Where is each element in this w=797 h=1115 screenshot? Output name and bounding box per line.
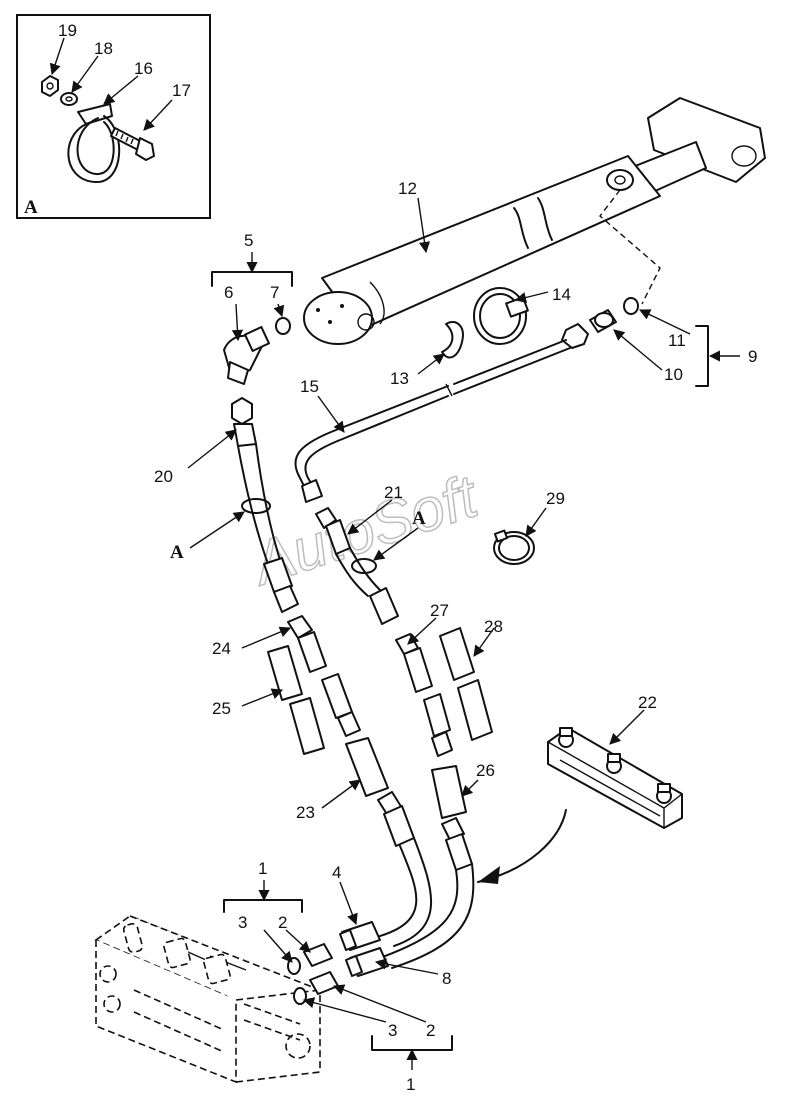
cylinder-12 [303,97,766,345]
callout-25: 25 [212,699,231,718]
hose-end-right [441,817,473,871]
callout-9: 9 [748,347,757,366]
hose-21 [315,507,399,625]
callout-10: 10 [664,365,683,384]
callout-28: 28 [484,617,503,636]
sleeve-25 [267,645,325,755]
callout-12: 12 [398,179,417,198]
callout-16: 16 [134,59,153,78]
hose-20 [231,397,299,613]
callout-6: 6 [224,283,233,302]
coupling-24b [321,673,361,737]
callout-2-top: 2 [278,913,287,932]
callout-14: 14 [552,285,571,304]
clamp-bar-22 [547,727,683,829]
callout-17: 17 [172,81,191,100]
hidden-connection-line [599,189,661,305]
bracket-13 [441,321,464,359]
callout-7: 7 [270,283,279,302]
hose-clamp-29 [493,529,535,565]
adapter-10 [589,309,617,333]
detail-a-inset: A [16,14,211,219]
callout-26: 26 [476,761,495,780]
coupling-27b [423,693,453,757]
callout-5: 5 [244,231,253,250]
callout-27: 27 [430,601,449,620]
leader-lines [187,197,691,1023]
bracket-group-1-top [223,880,303,913]
callout-13: 13 [390,369,409,388]
coupling-24 [287,615,327,673]
hose-end-left [377,791,415,847]
callout-29: 29 [546,489,565,508]
callout-20: 20 [154,467,173,486]
callout-11: 11 [668,331,686,350]
callout-18: 18 [94,39,113,58]
callout-15: 15 [300,377,319,396]
callout-4: 4 [332,863,341,882]
nut-19 [41,75,59,97]
callout-3-top: 3 [238,913,247,932]
routing-curve [477,809,567,883]
bracket-group-9 [695,325,740,387]
callout-24: 24 [212,639,231,658]
elbow-fitting-6 [223,326,270,385]
callout-a-left: A [170,542,184,563]
adapter-2-upper [303,943,333,967]
callout-19: 19 [58,21,77,40]
callout-2-bottom: 2 [426,1021,435,1040]
control-valve-bank [94,915,321,1084]
callout-8: 8 [442,969,451,988]
callout-a-right: A [412,508,426,529]
bolt-17 [110,127,155,161]
o-ring-11 [623,297,639,315]
callout-3-bottom: 3 [388,1021,397,1040]
callout-23: 23 [296,803,315,822]
callout-labels: 19 18 16 17 5 6 7 12 14 13 15 11 10 9 20… [58,21,757,1094]
sleeve-28 [439,627,493,741]
bracket-group-1-bottom [371,1035,453,1070]
o-ring-3-lower [293,987,307,1005]
bracket-group-5 [211,252,293,287]
inset-label: A [24,197,38,218]
callout-1-top: 1 [258,859,267,878]
sleeve-26 [431,765,467,819]
o-ring-7 [275,317,291,335]
hose-clamp-14 [473,287,529,345]
coupling-27 [395,633,433,693]
sleeve-23 [345,737,389,797]
callout-1-bottom: 1 [406,1075,415,1094]
callout-21: 21 [384,483,403,502]
callout-22: 22 [638,693,657,712]
washer-18 [60,92,78,106]
